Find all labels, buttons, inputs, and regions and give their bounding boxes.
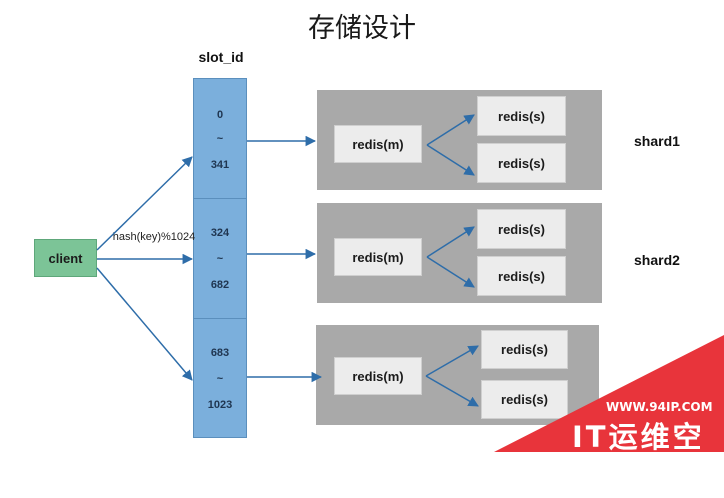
slot-separator: ~ (216, 133, 224, 145)
shard-1-replica-arrow (426, 144, 475, 176)
redis-slave-box: redis(s) (481, 380, 568, 419)
shard-1-replica-arrow (426, 114, 475, 146)
hash-function-label: hash(key)%1024 (112, 231, 196, 243)
shard-2-replica-arrow (426, 226, 475, 258)
redis-slave-box: redis(s) (477, 96, 566, 136)
slot-end: 682 (210, 279, 230, 291)
diagram-title: 存储设计 (308, 13, 416, 44)
shard-3-replica-arrow (425, 375, 479, 407)
shard-label-1: shard1 (634, 133, 680, 149)
watermark-triangle (494, 335, 724, 452)
redis-master-box: redis(m) (334, 125, 422, 163)
redis-slave-box: redis(s) (477, 209, 566, 249)
shard-2-replica-arrow (426, 256, 475, 288)
redis-master-box: redis(m) (334, 357, 422, 395)
slot-end: 1023 (207, 399, 233, 411)
redis-slave-box: redis(s) (477, 143, 566, 183)
slot-separator: ~ (216, 373, 224, 385)
slot-range-3: 683 ~ 1023 (194, 319, 246, 439)
slot-column: 0 ~ 341 324 ~ 682 683 ~ 1023 (193, 78, 247, 438)
slot-end: 341 (210, 159, 230, 171)
slot-start: 0 (216, 109, 224, 121)
shard-panel-1: redis(m) redis(s) redis(s) (317, 90, 602, 190)
client-box: client (34, 239, 97, 277)
redis-slave-box: redis(s) (477, 256, 566, 296)
slot-start: 324 (210, 227, 230, 239)
watermark-site: WWW.94IP.COM (606, 400, 713, 414)
slot-start: 683 (210, 347, 230, 359)
shard-3-replica-arrow (425, 345, 479, 377)
shard-panel-2: redis(m) redis(s) redis(s) (317, 203, 602, 303)
redis-slave-box: redis(s) (481, 330, 568, 369)
watermark-brand: IT运维空间 (572, 420, 705, 496)
shard-panel-3: redis(m) redis(s) redis(s) (316, 325, 599, 425)
slot-range-1: 0 ~ 341 (194, 79, 246, 199)
slot-range-2: 324 ~ 682 (194, 199, 246, 319)
client-to-slot-1-arrow (96, 156, 193, 251)
slot-separator: ~ (216, 253, 224, 265)
connector-arrows (96, 114, 724, 452)
client-to-slot-3-arrow (96, 267, 193, 381)
slot-id-header: slot_id (198, 49, 244, 65)
redis-master-box: redis(m) (334, 238, 422, 276)
shard-label-2: shard2 (634, 252, 680, 268)
